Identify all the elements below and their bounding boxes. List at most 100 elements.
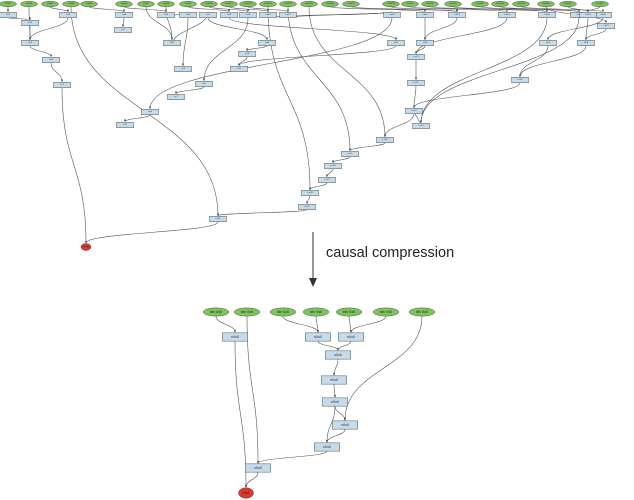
intermediate-node[interactable]: t-c14 (376, 137, 394, 143)
leaf-node[interactable]: t-leaf7 (137, 1, 155, 7)
node-label: t-leaf6 (121, 2, 128, 5)
leaf-node[interactable]: t-leaf5 (80, 1, 98, 7)
intermediate-node[interactable]: n0x0 (222, 332, 248, 342)
intermediate-node[interactable]: t-b5 (387, 40, 405, 46)
leaf-node[interactable]: t-leaf21 (444, 1, 462, 7)
intermediate-node[interactable]: n0x0 (245, 463, 271, 473)
intermediate-node[interactable]: t-b1 (21, 40, 39, 46)
node-label: btn 0x0 (343, 310, 355, 314)
intermediate-node[interactable]: t-a7 (199, 12, 217, 18)
intermediate-node[interactable]: n0x0 (322, 397, 348, 407)
intermediate-node[interactable]: n0x0 (305, 332, 331, 342)
node-label: n0x0 (341, 423, 349, 427)
leaf-node[interactable]: btn 0x0 (270, 307, 296, 317)
intermediate-node[interactable]: n0x0 (325, 350, 351, 360)
intermediate-node[interactable]: t-c18 (301, 190, 319, 196)
intermediate-node[interactable]: t-c3 (174, 66, 192, 72)
target-node[interactable]: t-target (80, 243, 92, 251)
intermediate-node[interactable]: t-a14 (448, 12, 466, 18)
intermediate-node[interactable]: t-c16 (324, 163, 342, 169)
intermediate-node[interactable]: t-b8 (577, 40, 595, 46)
leaf-node[interactable]: t-leaf9 (179, 1, 197, 7)
intermediate-node[interactable]: t-a20 (579, 12, 597, 18)
intermediate-node[interactable]: t-c1 (53, 82, 71, 88)
intermediate-node[interactable]: t-a10 (259, 12, 277, 18)
leaf-node[interactable]: t-leaf15 (300, 1, 318, 7)
graph-edge (452, 6, 549, 13)
leaf-node[interactable]: t-leaf19 (401, 1, 419, 7)
leaf-node[interactable]: t-leaf16 (321, 1, 339, 7)
intermediate-node[interactable]: t-c8 (141, 109, 159, 115)
intermediate-node[interactable]: t-a5 (157, 12, 175, 18)
intermediate-node[interactable]: t-c11 (407, 80, 425, 86)
leaf-node[interactable]: t-leaf26 (559, 1, 577, 7)
target-node[interactable]: t0x0 (238, 487, 254, 499)
leaf-node[interactable]: t-leaf12 (239, 1, 257, 7)
leaf-node[interactable]: t-leaf14 (279, 1, 297, 7)
intermediate-node[interactable]: t-c19 (298, 204, 316, 210)
intermediate-node[interactable]: t-a15 (498, 12, 516, 18)
leaf-node[interactable]: btn 0x0 (234, 307, 260, 317)
intermediate-node[interactable]: t-a16 (538, 12, 556, 18)
intermediate-node[interactable]: t-c15 (341, 151, 359, 157)
intermediate-node[interactable]: t-c2 (114, 27, 132, 33)
leaf-node[interactable]: t-leaf23 (491, 1, 509, 7)
intermediate-node[interactable]: t-b7 (539, 40, 557, 46)
leaf-node[interactable]: btn 0x0 (303, 307, 329, 317)
intermediate-node[interactable]: t-c21 (209, 216, 227, 222)
intermediate-node[interactable]: n0x0 (338, 332, 364, 342)
intermediate-node[interactable]: t-a13 (416, 12, 434, 18)
intermediate-node[interactable]: t-c4 (238, 51, 256, 57)
leaf-node[interactable]: t-leaf3 (41, 1, 59, 7)
intermediate-node[interactable]: t-c13 (412, 123, 430, 129)
intermediate-node[interactable]: n0x0 (332, 420, 358, 430)
intermediate-node[interactable]: t-a6 (179, 12, 197, 18)
leaf-node[interactable]: btn 0x0 (336, 307, 362, 317)
intermediate-node[interactable]: t-c5 (230, 66, 248, 72)
intermediate-node[interactable]: t-a19 (597, 23, 615, 29)
leaf-node[interactable]: t-leaf8 (157, 1, 175, 7)
intermediate-node[interactable]: t-c10 (407, 54, 425, 60)
intermediate-node[interactable]: t-a2 (21, 20, 39, 26)
intermediate-node[interactable]: t-b2 (42, 57, 60, 63)
intermediate-node[interactable]: t-c6 (195, 81, 213, 87)
intermediate-node[interactable]: t-c12 (405, 108, 423, 114)
intermediate-node[interactable]: t-b3 (163, 40, 181, 46)
leaf-node[interactable]: t-leaf20 (421, 1, 439, 7)
intermediate-node[interactable]: t-c17 (318, 177, 336, 183)
leaf-node[interactable]: t-leaf17 (342, 1, 360, 7)
leaf-node[interactable]: t-leaf24 (512, 1, 530, 7)
leaf-node[interactable]: btn 0x0 (373, 307, 399, 317)
leaf-node[interactable]: btn 0x0 (203, 307, 229, 317)
intermediate-node[interactable]: t-c20 (511, 77, 529, 83)
intermediate-node[interactable]: t-a11 (279, 12, 297, 18)
leaf-node[interactable]: btn 0x0 (409, 307, 435, 317)
intermediate-node[interactable]: t-a3 (59, 12, 77, 18)
intermediate-node[interactable]: t-a12 (383, 12, 401, 18)
leaf-node[interactable]: t-leaf27 (591, 1, 609, 7)
node-label: t-c15 (347, 152, 353, 155)
leaf-node[interactable]: t-leaf6 (115, 1, 133, 7)
intermediate-node[interactable]: t-c7 (167, 94, 185, 100)
intermediate-node[interactable]: n0x0 (321, 375, 347, 385)
leaf-node[interactable]: t-leaf2 (20, 1, 38, 7)
node-shape (511, 77, 529, 83)
intermediate-node[interactable]: t-c9 (116, 122, 134, 128)
leaf-node[interactable]: t-leaf25 (537, 1, 555, 7)
leaf-node[interactable]: t-leaf13 (259, 1, 277, 7)
leaf-node[interactable]: t-leaf18 (382, 1, 400, 7)
intermediate-node[interactable]: t-b4 (258, 40, 276, 46)
leaf-node[interactable]: t-leaf11 (220, 1, 238, 7)
intermediate-node[interactable]: t-a1 (0, 12, 17, 18)
graph-edge (317, 340, 340, 351)
intermediate-node[interactable]: t-a9 (239, 12, 257, 18)
leaf-node[interactable]: t-leaf4 (62, 1, 80, 7)
leaf-node[interactable]: t-leaf10 (200, 1, 218, 7)
leaf-node[interactable]: t-leaf1 (0, 1, 17, 7)
intermediate-node[interactable]: n0x0 (314, 442, 340, 452)
intermediate-node[interactable]: t-b6 (416, 40, 434, 46)
leaf-node[interactable]: t-leaf22 (471, 1, 489, 7)
intermediate-node[interactable]: t-a4 (115, 12, 133, 18)
intermediate-node[interactable]: t-a18 (594, 12, 612, 18)
intermediate-node[interactable]: t-a8 (220, 12, 238, 18)
